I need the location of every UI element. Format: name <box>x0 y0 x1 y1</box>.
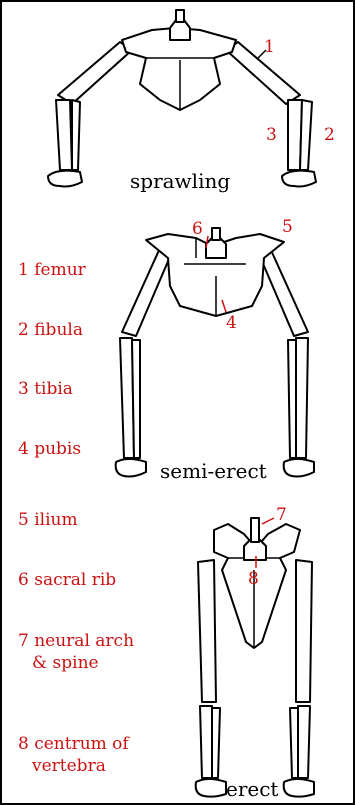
erect-left-femur <box>198 560 216 702</box>
erect-left-tibia <box>200 706 212 778</box>
sprawling-left-foot <box>48 171 82 187</box>
callout-5: 5 <box>282 217 293 237</box>
semi-erect-right-femur <box>258 248 308 336</box>
legend-item-fibula: 2 fibula <box>18 320 83 340</box>
legend-item-femur: 1 femur <box>18 260 87 280</box>
callout-7: 7 <box>276 505 287 525</box>
semi-erect-right-foot <box>284 459 314 477</box>
sprawling-right-foot <box>282 171 316 187</box>
legend: 1 femur 2 fibula 3 tibia 4 pubis 5 ilium… <box>18 260 134 776</box>
caption-erect: erect <box>226 777 278 801</box>
semi-erect-right-tibia <box>296 338 308 458</box>
legend-item-tibia: 3 tibia <box>18 379 73 399</box>
legend-item-ilium: 5 ilium <box>18 510 78 530</box>
semi-erect-left-femur <box>122 248 172 336</box>
erect-skeleton <box>196 518 314 797</box>
sprawling-left-femur <box>58 42 132 104</box>
legend-item-neural-arch-line2: & spine <box>32 653 99 673</box>
sprawling-left-fibula <box>72 100 80 170</box>
sprawling-skeleton <box>48 10 316 187</box>
sprawling-left-tibia <box>56 100 72 170</box>
caption-semi-erect: semi-erect <box>160 459 267 483</box>
erect-left-foot <box>196 779 226 797</box>
erect-left-fibula <box>212 708 220 778</box>
callout-6: 6 <box>192 219 203 239</box>
legend-item-centrum: 8 centrum of <box>18 734 130 754</box>
erect-right-femur <box>296 560 312 702</box>
callout-4: 4 <box>226 313 237 333</box>
legend-item-pubis: 4 pubis <box>18 439 81 459</box>
callout-8: 8 <box>248 569 259 589</box>
semi-erect-left-foot <box>116 459 146 477</box>
callout-1: 1 <box>264 37 275 57</box>
semi-erect-right-fibula <box>288 340 296 458</box>
erect-right-fibula <box>290 708 298 778</box>
semi-erect-left-fibula <box>132 340 140 458</box>
callout-3: 3 <box>266 125 277 145</box>
legend-item-sacral-rib: 6 sacral rib <box>18 570 116 590</box>
sprawling-right-fibula <box>300 100 312 170</box>
sprawling-right-femur <box>226 42 300 104</box>
legend-item-centrum-line2: vertebra <box>31 756 106 776</box>
callout-2: 2 <box>324 125 335 145</box>
callout-line-7 <box>262 518 274 524</box>
erect-right-foot <box>284 779 314 797</box>
caption-sprawling: sprawling <box>130 169 230 193</box>
semi-erect-skeleton <box>116 228 314 477</box>
erect-right-tibia <box>298 706 310 778</box>
legend-item-neural-arch: 7 neural arch <box>18 631 134 651</box>
